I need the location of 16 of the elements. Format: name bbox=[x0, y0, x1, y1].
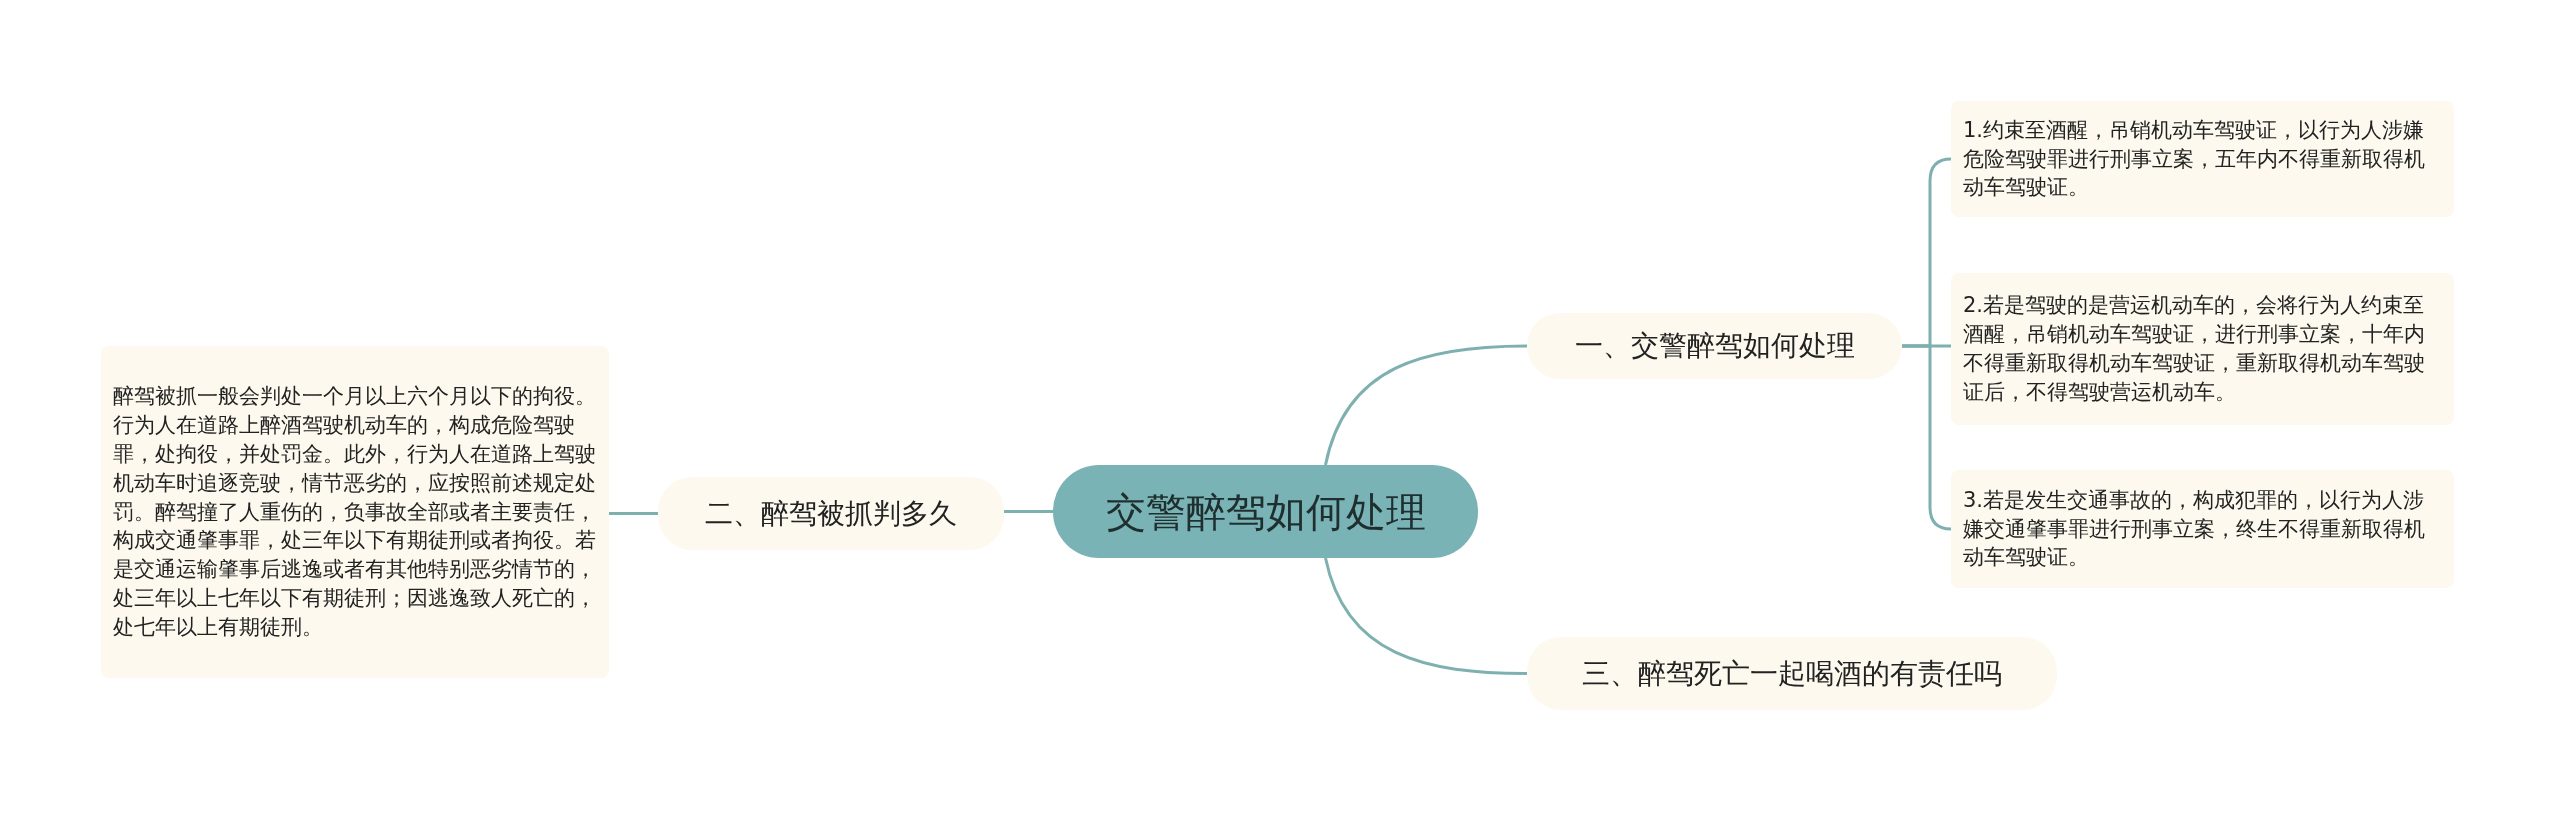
topic-text: 2.若是驾驶的是营运机动车的，会将行为人约束至酒醒，吊销机动车驾驶证，进行刑事立案，十年内不得重新取得机动车驾驶证，重新取得机动车驾驶证后，不得驾驶营运机动车。 bbox=[1963, 292, 2426, 406]
topic-text: 一、交警醉驾如何处理 bbox=[1574, 328, 1855, 364]
text-card bbox=[1951, 470, 2454, 588]
topic-text: 3.若是发生交通事故的，构成犯罪的，以行为人涉嫌交通肇事罪进行刑事立案，终生不得重新取得机动车驾驶证。 bbox=[1963, 486, 2426, 572]
connector-line bbox=[1324, 344, 1528, 466]
topic-text: 交警醉驾如何处理 bbox=[1105, 487, 1426, 537]
connector-line bbox=[1004, 510, 1053, 513]
text-card bbox=[1951, 273, 2454, 425]
text-card bbox=[101, 346, 609, 678]
connector-line bbox=[1324, 557, 1528, 675]
text-card bbox=[1951, 101, 2454, 217]
topic-text: 醉驾被抓一般会判处一个月以上六个月以下的拘役。行为人在道路上醉酒驾驶机动车的，构成危险驾驶罪，处拘役，并处罚金。此外，行为人在道路上驾驶机动车时追逐竞驶，情节恶劣的，应按照前述规定处罚。醉驾撞了人重伤的，负事故全部或者主要责任，构成交通肇事罪，处三年以下有期徒刑或者拘役。若是交通运输肇事后逃逸或者有其他特别恶劣情节的，处三年以上七年以下有期徒刑；因逃逸致人死亡的，处七年以上有期徒刑。 bbox=[113, 382, 597, 642]
topic-text: 三、醉驾死亡一起喝酒的有责任吗 bbox=[1582, 655, 2002, 692]
connector-line bbox=[609, 512, 658, 515]
topic-text: 1.约束至酒醒，吊销机动车驾驶证，以行为人涉嫌危险驾驶罪进行刑事立案，五年内不得重新取得机动车驾驶证。 bbox=[1963, 116, 2426, 202]
topic-text: 二、醉驾被抓判多久 bbox=[705, 495, 957, 532]
